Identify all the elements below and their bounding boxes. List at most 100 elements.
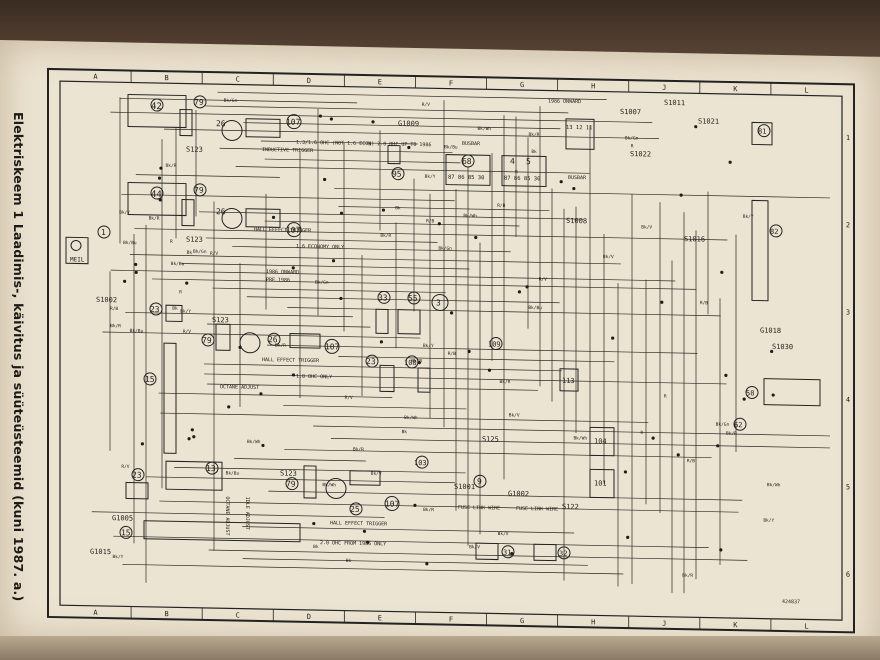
wire-code-label: Bk/Gn (315, 280, 329, 286)
grid-col-bottom-E: E (378, 614, 382, 622)
wire-code-label: Bk/Bu (123, 240, 137, 246)
wire-code-label: Bk (313, 544, 319, 550)
label-32: 32 (559, 550, 567, 558)
grid-col-top-C: C (236, 76, 240, 84)
wire-code-label: Bk/R (380, 233, 391, 239)
wire-code-label: Bk/Bu (226, 470, 240, 476)
octane-adjust-label: OCTANE ADJUST (220, 384, 259, 391)
page-title: Elektriskeem 1 Laadimis-, käivitus ja sü… (11, 112, 26, 602)
book-edge (0, 636, 880, 660)
component-108: 108 (404, 355, 431, 393)
component-23b: 23 (125, 468, 149, 500)
wire-code-label: Bk/R (411, 358, 422, 364)
component-42: 42 (127, 93, 187, 129)
wire-code-label: Bk/Wh (247, 439, 261, 445)
label-107b: 107 (286, 225, 301, 234)
ignition-text: 1.3/1.6 OHC (NOT 1.6 ECON) 2.0 OHC UP TO… (296, 140, 431, 149)
label-55: 55 (408, 294, 418, 303)
wire-code-label: Bk/Y (180, 309, 191, 315)
grid-col-bottom-G: G (520, 617, 524, 625)
splice-s1002: S1002 (96, 296, 117, 304)
label-79b: 79 (194, 186, 204, 195)
wire-code-label: Bk/Gn (193, 249, 207, 255)
fuse-link-wire-2: FUSE LINK WIRE (516, 506, 558, 513)
grid-col-bottom-B: B (165, 610, 169, 618)
grid-col-bottom-C: C (236, 612, 240, 620)
wire-code-label: Bk (172, 306, 178, 312)
component-26a: 26 107 (216, 114, 302, 141)
wire-code-label: Bk/Gn (438, 246, 452, 252)
wire-code-label: R/B (497, 203, 505, 209)
label-23b: 23 (132, 471, 142, 480)
inductive-trigger-label: INDUCTIVE TRIGGER (262, 147, 314, 154)
component-79c: 79 26 107 (201, 323, 340, 354)
component-33: 33 (375, 290, 391, 334)
grid-col-top-G: G (520, 81, 524, 89)
ohc-only-label: 1.8 OHC ONLY (296, 374, 332, 381)
splice-g1002: G1002 (508, 490, 529, 498)
meil-label: MEIL (70, 256, 85, 263)
corner-code: 424837 (782, 599, 800, 605)
splice-g1015: G1015 (90, 548, 111, 556)
wire-code-label: Bk/Bu (171, 261, 185, 267)
wire-code-label: R (515, 169, 518, 175)
component-79b: 79 26 107 (181, 183, 302, 238)
wire-code-label: Bk/R (275, 343, 286, 349)
wire-code-label: R/V (345, 395, 353, 401)
splice-g1018: G1018 (760, 327, 781, 335)
wire-code-label: Bk/Y (119, 210, 130, 216)
splice-s1007: S1007 (620, 108, 641, 116)
grid-col-top-A: A (93, 73, 98, 81)
grid-row-4: 4 (846, 396, 850, 404)
splice-s1030: S1030 (772, 343, 793, 351)
label-113: 113 (562, 377, 575, 385)
wire-code-label: Bk/V (371, 471, 382, 477)
label-107c: 107 (325, 342, 340, 351)
label-104: 104 (594, 437, 607, 445)
splice-s123-2: S123 (186, 236, 203, 244)
label-25: 25 (350, 505, 360, 514)
component-79a: 79 (179, 95, 207, 137)
wire-code-label: R/B (700, 300, 708, 306)
component-58: 58 (745, 378, 821, 407)
splice-s123-1: S123 (186, 146, 203, 154)
wire-code-label: R/V (210, 251, 218, 257)
splice-g1005: G1005 (112, 514, 133, 522)
label-15a: 15 (145, 375, 155, 384)
wire-code-label: Bk (346, 558, 352, 564)
onward-1986-label: 1986 ONWARD (266, 269, 299, 276)
wire-code-label: R/V (121, 464, 129, 470)
wire-code-label: Bk/V (469, 544, 480, 550)
grid-row-2: 2 (846, 221, 850, 229)
grid-col-bottom-F: F (449, 616, 453, 624)
inner-frame (59, 80, 843, 621)
label-13: 13 (206, 464, 216, 473)
wire-code-label: Bk/R (726, 431, 737, 437)
wire-code-label: Bk/R (149, 216, 160, 222)
wire-code-label: Bk/R (423, 507, 434, 513)
label-23a: 23 (150, 305, 160, 314)
wire-code-label: R/B (687, 458, 695, 464)
grid-col-bottom-A: A (93, 609, 98, 617)
wire-code-label: Bk/V (498, 531, 509, 537)
wire-code-label: Bk/R (682, 573, 693, 579)
wire-code-label: R (631, 143, 634, 149)
wire-code-label: Bk/Y (423, 343, 434, 349)
grid-col-top-H: H (591, 82, 595, 90)
splice-s1001: S1001 (454, 483, 475, 491)
grid-col-bottom-D: D (307, 613, 311, 621)
label-26c: 26 (268, 335, 278, 344)
wire-code-label: Bk/Wh (477, 126, 491, 132)
component-31-32: 31 32 (475, 542, 571, 562)
label-101: 101 (594, 479, 607, 487)
busbar-label-2: BUSBAR (568, 175, 587, 181)
fuse-block-top: 13 12 11 (565, 118, 595, 150)
component-104: 104 (589, 426, 615, 457)
grid-col-bottom-L: L (804, 622, 808, 630)
wire-code-label: R (179, 289, 182, 295)
wire-code-label: Bk/Bu (130, 328, 144, 334)
hall-trigger-label-2: HALL EFFECT TRIGGER (262, 357, 320, 364)
